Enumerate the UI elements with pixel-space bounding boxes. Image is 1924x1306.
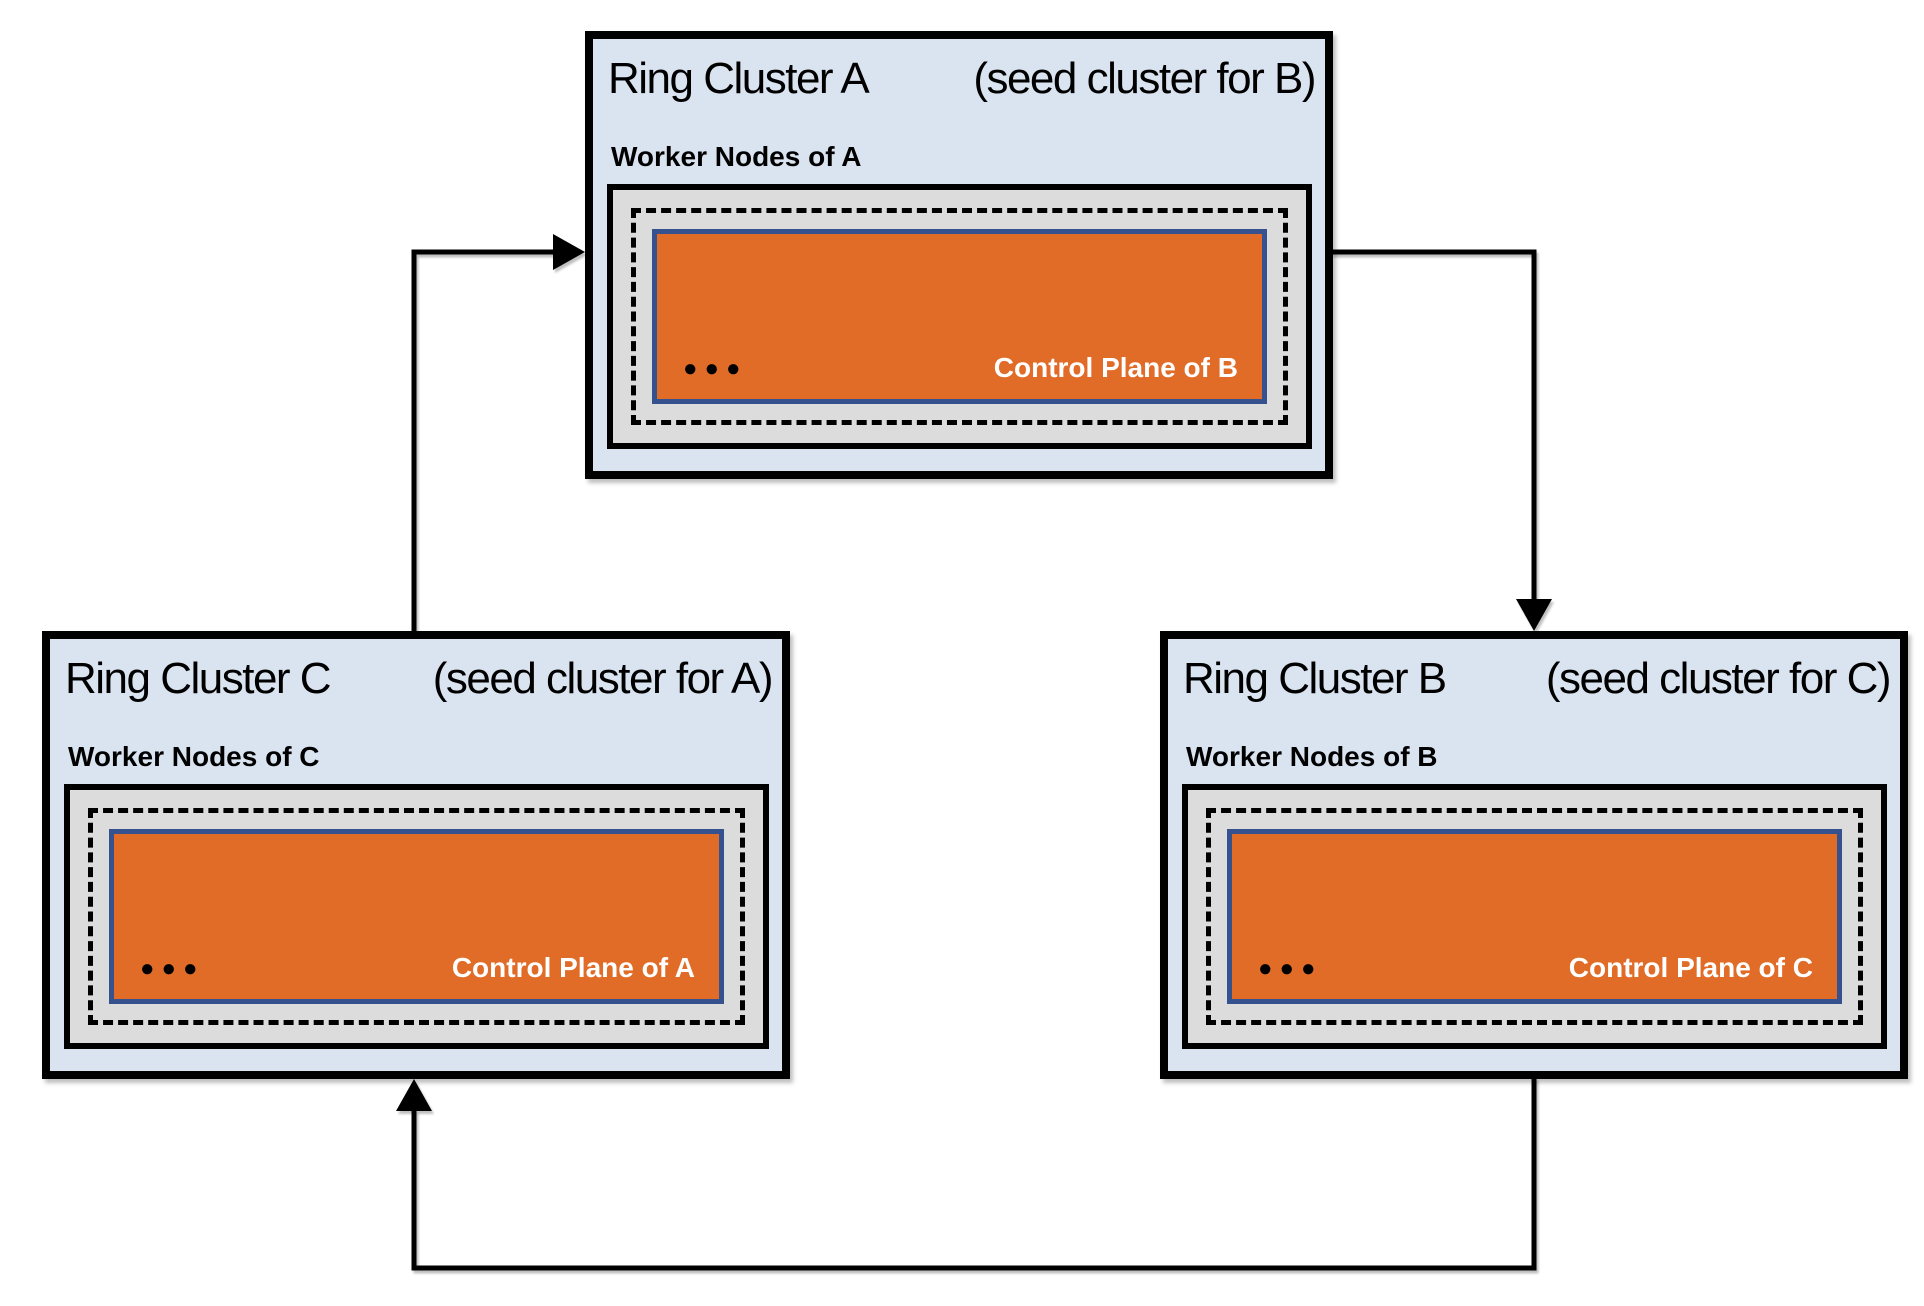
cluster-a-seed-note: (seed cluster for B) (973, 54, 1316, 103)
cluster-b: Ring Cluster B (seed cluster for C) Work… (1160, 631, 1908, 1079)
arrow-a-to-b (1331, 249, 1552, 631)
cluster-b-worker-label: Worker Nodes of B (1186, 741, 1438, 772)
cluster-a-control-plane: ●●● Control Plane of B (652, 229, 1267, 404)
cluster-b-control-plane: ●●● Control Plane of C (1227, 829, 1842, 1004)
arrow-c-to-a (411, 234, 585, 633)
cluster-c-ellipsis-dots: ●●● (140, 955, 205, 982)
cluster-b-worker-box: ●●● Control Plane of C (1182, 784, 1887, 1049)
cluster-a-name: Ring Cluster A (608, 54, 870, 103)
cluster-c-control-plane-label: Control Plane of A (451, 952, 695, 983)
cluster-b-title: Ring Cluster B (seed cluster for C) (1183, 651, 1892, 707)
cluster-c-title: Ring Cluster C (seed cluster for A) (65, 651, 774, 707)
cluster-c-control-plane: ●●● Control Plane of A (109, 829, 724, 1004)
cluster-b-control-plane-label: Control Plane of C (1568, 952, 1813, 983)
cluster-c-name: Ring Cluster C (65, 654, 332, 703)
cluster-b-dashed-box: ●●● Control Plane of C (1206, 808, 1863, 1025)
cluster-c-worker-label: Worker Nodes of C (68, 741, 320, 772)
cluster-a-dashed-box: ●●● Control Plane of B (631, 208, 1288, 425)
cluster-a-worker-label: Worker Nodes of A (611, 141, 862, 172)
arrow-b-to-c (396, 1077, 1537, 1271)
cluster-a-worker-box: ●●● Control Plane of B (607, 184, 1312, 449)
cluster-a-control-plane-label: Control Plane of B (993, 352, 1238, 383)
cluster-c-seed-note: (seed cluster for A) (432, 654, 774, 703)
cluster-a-title: Ring Cluster A (seed cluster for B) (608, 51, 1316, 107)
cluster-c-worker-box: ●●● Control Plane of A (64, 784, 769, 1049)
cluster-b-seed-note: (seed cluster for C) (1545, 654, 1892, 703)
cluster-a: Ring Cluster A (seed cluster for B) Work… (585, 31, 1333, 479)
cluster-c: Ring Cluster C (seed cluster for A) Work… (42, 631, 790, 1079)
cluster-b-name: Ring Cluster B (1183, 654, 1447, 703)
cluster-c-dashed-box: ●●● Control Plane of A (88, 808, 745, 1025)
cluster-b-ellipsis-dots: ●●● (1258, 955, 1323, 982)
cluster-a-ellipsis-dots: ●●● (683, 355, 748, 382)
